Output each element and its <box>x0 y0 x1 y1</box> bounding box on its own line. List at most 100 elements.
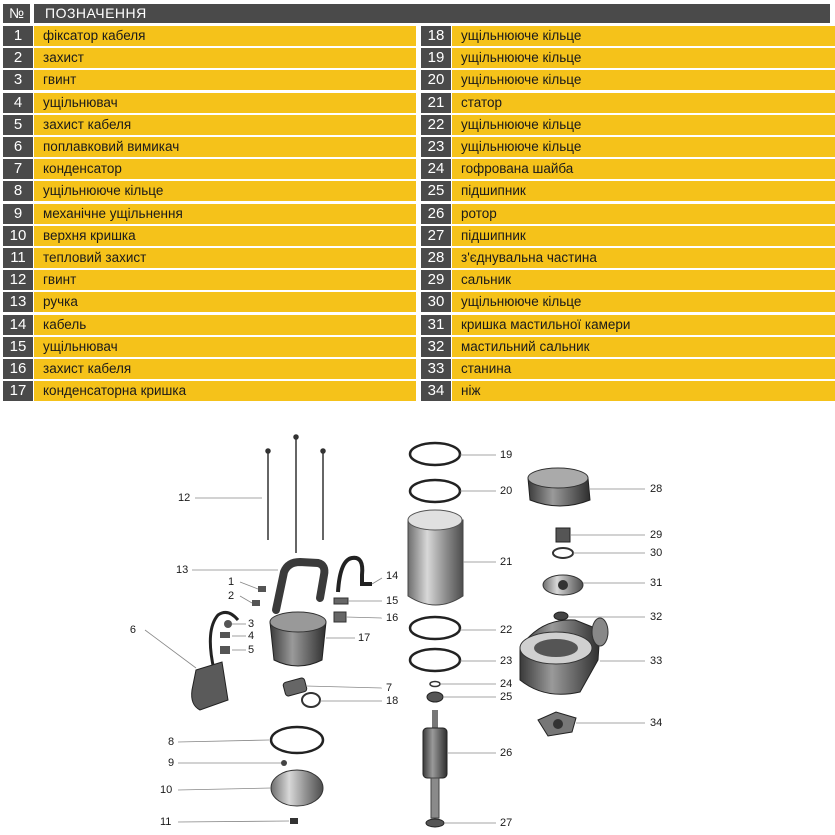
callout-number: 15 <box>386 595 398 607</box>
screws-part-12 <box>265 434 326 553</box>
part-number: 8 <box>3 181 33 202</box>
part-number: 24 <box>421 159 451 180</box>
callout-number: 20 <box>500 485 512 497</box>
legend-title: ПОЗНАЧЕННЯ <box>34 4 830 23</box>
part-number: 25 <box>421 181 451 202</box>
part-label: кришка мастильної камери <box>452 314 835 335</box>
part-number: 23 <box>421 137 451 157</box>
part-label: конденсаторна кришка <box>34 381 416 402</box>
leader-line <box>239 595 253 604</box>
part-number: 13 <box>3 292 33 313</box>
leader-line <box>144 629 197 669</box>
callout-number: 3 <box>248 618 254 630</box>
leader-line <box>371 577 383 585</box>
callout-number: 9 <box>168 757 174 769</box>
part-number: 33 <box>421 359 451 379</box>
leader-line <box>345 616 383 619</box>
stator-part-21 <box>407 509 464 606</box>
part-number: 17 <box>3 381 33 402</box>
part-number: 34 <box>421 381 451 402</box>
part-number: 22 <box>421 114 451 135</box>
impeller-part-34 <box>537 711 577 737</box>
callout-number: 32 <box>650 611 662 623</box>
part-number: 10 <box>3 225 33 246</box>
callout-number: 31 <box>650 577 662 589</box>
part-number: 11 <box>3 248 33 268</box>
part-number: 12 <box>3 270 33 291</box>
callout-number: 29 <box>650 529 662 541</box>
callout-number: 7 <box>386 682 392 694</box>
part-label: ущільнювач <box>34 92 416 113</box>
part-label: мастильний сальник <box>452 336 835 357</box>
connecting-part-28 <box>527 467 591 507</box>
part-label: гвинт <box>34 70 416 91</box>
part-label: ніж <box>452 381 835 402</box>
part-label: ущільнююче кільце <box>34 181 416 202</box>
callout-number: 11 <box>160 816 171 828</box>
part-label: ущільнююче кільце <box>452 137 835 157</box>
part-number: 18 <box>421 26 451 46</box>
callout-number: 17 <box>358 632 370 644</box>
callout-number: 16 <box>386 612 398 624</box>
part-number: 3 <box>3 70 33 91</box>
washer-bearing-24-25 <box>426 680 444 703</box>
part-number: 31 <box>421 314 451 335</box>
callout-number: 6 <box>130 624 136 636</box>
part-label: гофрована шайба <box>452 159 835 180</box>
part-number: 30 <box>421 292 451 313</box>
part-number: 27 <box>421 225 451 246</box>
callout-number: 4 <box>248 630 254 642</box>
part-label: сальник <box>452 270 835 291</box>
part-label: станина <box>452 359 835 379</box>
part-label: захист <box>34 48 416 69</box>
part-label: фіксатор кабеля <box>34 26 416 46</box>
callout-number: 14 <box>386 570 398 582</box>
callout-number: 23 <box>500 655 512 667</box>
leader-line <box>239 581 259 590</box>
part-label: підшипник <box>452 225 835 246</box>
part-number: 19 <box>421 48 451 69</box>
part-number: 6 <box>3 137 33 157</box>
leader-line <box>177 820 290 823</box>
part-label: ущільнююче кільце <box>452 70 835 91</box>
part-label: ущільнювач <box>34 336 416 357</box>
part-label: гвинт <box>34 270 416 291</box>
part-number: 21 <box>421 92 451 113</box>
callout-number: 10 <box>160 784 172 796</box>
oil-chamber-cover-31 <box>542 574 584 596</box>
part-label: ущільнююче кільце <box>452 114 835 135</box>
seal-ring-29-30 <box>552 527 574 559</box>
leader-line <box>177 739 270 743</box>
part-label: з'єднувальна частина <box>452 248 835 268</box>
part-label: ущільнююче кільце <box>452 292 835 313</box>
callout-number: 13 <box>176 564 188 576</box>
callout-number: 27 <box>500 817 512 829</box>
callout-number: 21 <box>500 556 512 568</box>
callout-number: 34 <box>650 717 662 729</box>
gland-parts-15-16 <box>333 597 349 623</box>
callout-number: 30 <box>650 547 662 559</box>
part-number: 4 <box>3 92 33 113</box>
callout-number: 24 <box>500 678 512 690</box>
part-label: конденсатор <box>34 159 416 180</box>
callout-number: 8 <box>168 736 174 748</box>
callout-number: 2 <box>228 590 234 602</box>
capacitor-cover-part-17 <box>269 611 327 667</box>
float-switch-part-6 <box>191 610 240 711</box>
part-label: підшипник <box>452 181 835 202</box>
rings-parts-22-23 <box>408 615 462 673</box>
callout-number: 26 <box>500 747 512 759</box>
number-column-header: № <box>3 4 30 23</box>
callout-number: 5 <box>248 644 254 656</box>
housing-part-33 <box>519 617 609 695</box>
leader-line <box>305 685 383 689</box>
part-number: 29 <box>421 270 451 291</box>
part-label: захист кабеля <box>34 359 416 379</box>
leader-line <box>177 787 272 791</box>
callout-number: 19 <box>500 449 512 461</box>
part-label: верхня кришка <box>34 225 416 246</box>
rotor-part-26 <box>422 710 448 828</box>
part-label: поплавковий вимикач <box>34 137 416 157</box>
part-number: 7 <box>3 159 33 180</box>
